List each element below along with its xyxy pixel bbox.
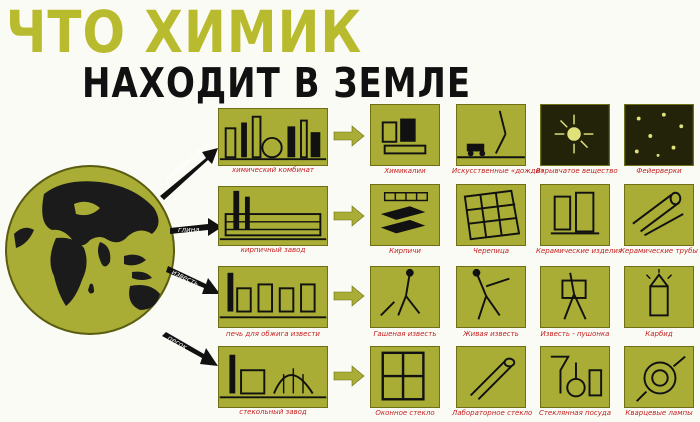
product-caption: Керамические трубы (620, 247, 698, 255)
product-tile-window-glass (370, 346, 440, 408)
lime-kiln-icon (219, 272, 327, 319)
product-tile-bricks (370, 184, 440, 246)
product-tile-pipes (624, 184, 694, 246)
product-tile-carbide (624, 266, 694, 328)
product-caption: Гашеная известь (373, 330, 437, 338)
glass-factory-icon (219, 354, 327, 399)
product-caption: Живая известь (463, 330, 519, 338)
product-caption: Лабораторное стекло (452, 409, 533, 417)
product-caption: Кирпичи (389, 247, 421, 255)
product-caption: Фейерверки (636, 167, 682, 175)
source-label-sand: песок (166, 334, 189, 352)
source-label-potash: калийные соли (164, 140, 212, 183)
product-caption: Известь - пушонка (540, 330, 610, 338)
product-tile-chemicals (370, 104, 440, 166)
factory-caption-glass: стекольный завод (239, 408, 307, 416)
globe-icon (5, 165, 175, 335)
product-caption: Кварцевые лампы (625, 409, 693, 417)
title-line-1: ЧТО ХИМИК (6, 0, 363, 66)
product-caption: Взрывчатое вещество (536, 167, 618, 175)
product-tile-quartz-lamps (624, 346, 694, 408)
factory-tile-lime (218, 266, 328, 328)
product-caption: Химикалии (384, 167, 426, 175)
product-tile-slaked-lime (370, 266, 440, 328)
product-tile-explosive (540, 104, 610, 166)
product-tile-lab-glass (456, 346, 526, 408)
product-caption: Карбид (645, 330, 673, 338)
factory-caption-chemical: химический комбинат (232, 166, 314, 174)
factory-caption-lime: печь для обжига извести (226, 330, 320, 338)
factory-tile-glass (218, 346, 328, 408)
source-label-clay: глина (178, 226, 200, 234)
product-tile-glassware (540, 346, 610, 408)
factory-tile-chemical (218, 108, 328, 166)
chemical-plant-icon (219, 115, 327, 161)
factory-tile-brick (218, 186, 328, 246)
product-caption: Черепица (472, 247, 510, 255)
product-tile-quicklime (456, 266, 526, 328)
product-tile-ceramics (540, 184, 610, 246)
product-tile-rain (456, 104, 526, 166)
product-tile-fireworks (624, 104, 694, 166)
product-caption: Керамические изделия (536, 247, 623, 255)
product-caption: Оконное стекло (375, 409, 435, 417)
factory-caption-brick: кирпичный завод (240, 246, 306, 254)
title-line-2: НАХОДИТ В ЗЕМЛЕ (82, 60, 472, 108)
product-caption: Стеклянная посуда (538, 409, 612, 417)
product-tile-lime-powder (540, 266, 610, 328)
brick-factory-icon (219, 190, 327, 241)
product-tile-tiles (456, 184, 526, 246)
product-caption: Искусственные «дожди» (452, 167, 545, 175)
